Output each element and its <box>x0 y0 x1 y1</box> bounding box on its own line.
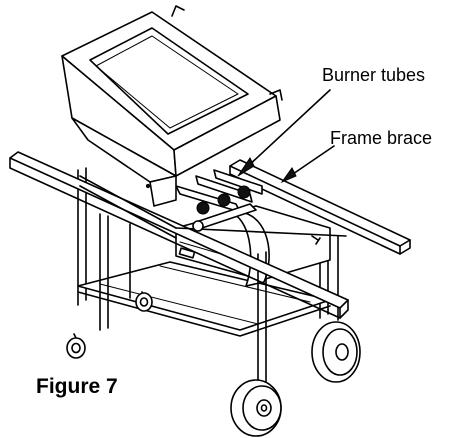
cart-front-legs <box>99 213 267 391</box>
control-panel-slot <box>178 247 196 259</box>
frame-brace-label: Frame brace <box>330 128 433 148</box>
front-large-wheel <box>230 379 282 437</box>
upper-cart-frame <box>79 175 347 239</box>
frame-brace-rail <box>229 159 411 255</box>
lower-shelf-frame <box>77 261 331 337</box>
rear-large-wheel <box>311 321 361 383</box>
frame-brace-bolt <box>311 235 321 245</box>
rear-caster <box>135 291 153 312</box>
callout-arrows <box>237 89 335 184</box>
grill-box <box>61 5 283 207</box>
figure-caption: Figure 7 <box>36 375 118 398</box>
front-caster <box>66 333 86 359</box>
burner-tubes-label: Burner tubes <box>322 65 426 85</box>
large-wheels <box>230 321 361 437</box>
burner-tubes <box>175 169 263 232</box>
caster-wheels <box>66 291 153 359</box>
side-rail-left <box>9 151 349 319</box>
